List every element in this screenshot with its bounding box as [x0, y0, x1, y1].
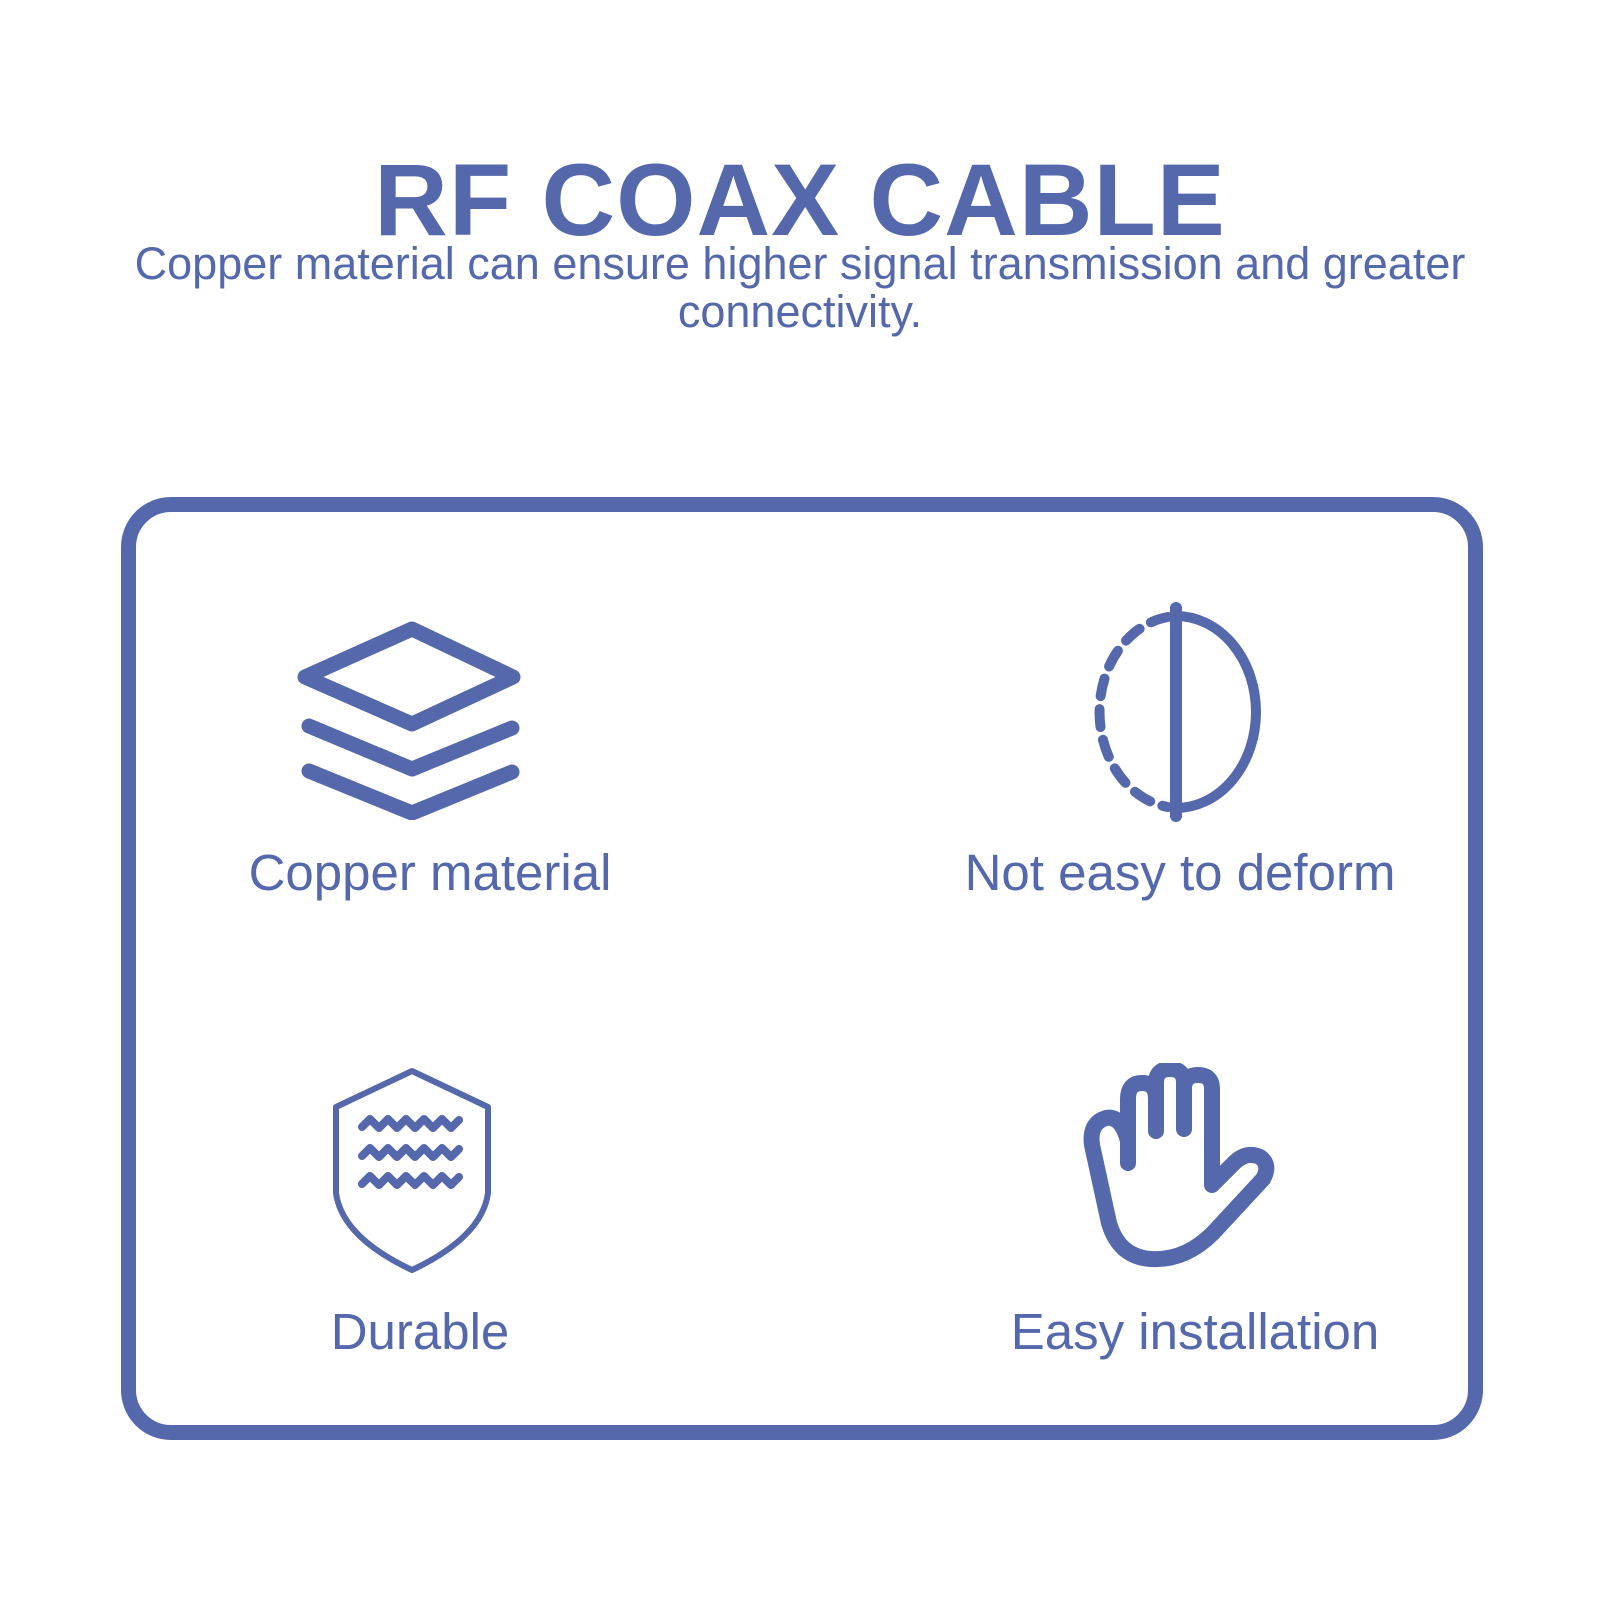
feature-label-copper: Copper material: [248, 844, 612, 901]
waterproof-shield-icon: [333, 1068, 491, 1273]
hand-icon: [1083, 1063, 1275, 1268]
page-subtitle: Copper material can ensure higher signal…: [134, 238, 1466, 337]
feature-label-deform: Not easy to deform: [964, 844, 1396, 901]
feature-label-durable: Durable: [330, 1303, 510, 1360]
page-title: RF COAX CABLE: [374, 143, 1226, 257]
layers-icon: [297, 621, 521, 820]
feature-label-installation: Easy installation: [1010, 1303, 1380, 1360]
features-panel: [121, 497, 1483, 1440]
half-circle-icon: [1094, 602, 1261, 822]
